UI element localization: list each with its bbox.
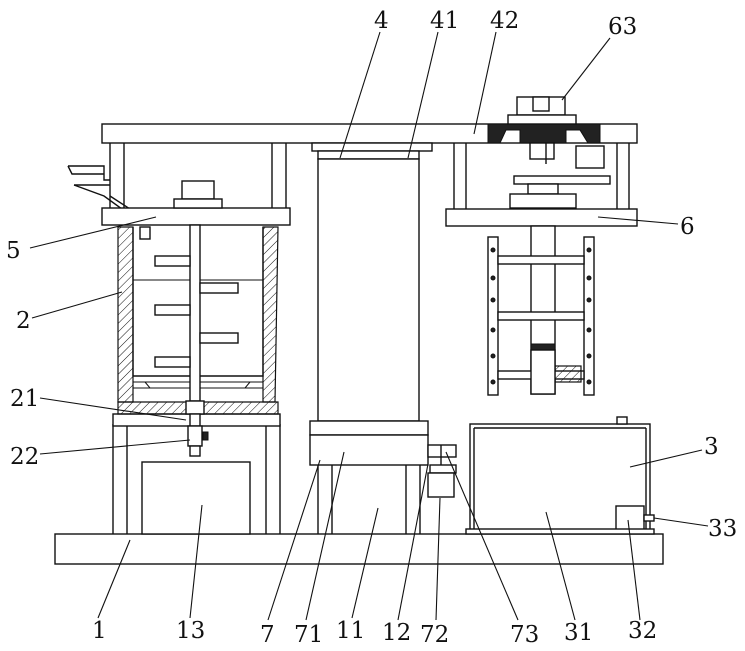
label-33: 33 [708, 516, 737, 542]
label-31: 31 [564, 620, 593, 646]
label-3: 3 [704, 434, 719, 460]
label-12: 12 [382, 620, 411, 646]
outlet-valve [186, 401, 208, 456]
label-73: 73 [510, 622, 539, 648]
label-13: 13 [176, 618, 205, 644]
label-22: 22 [10, 444, 39, 470]
grinding-rotor [488, 226, 594, 395]
drive-unit [428, 445, 456, 497]
central-column [310, 143, 432, 534]
label-63: 63 [608, 14, 637, 40]
label-32: 32 [628, 618, 657, 644]
label-5: 5 [6, 238, 21, 264]
label-6: 6 [680, 214, 695, 240]
base-plate [55, 534, 663, 564]
label-11: 11 [336, 618, 365, 644]
water-tank [466, 417, 654, 534]
label-1: 1 [92, 618, 107, 644]
label-2: 2 [16, 308, 31, 334]
label-7: 7 [260, 622, 275, 648]
belt-drive [510, 176, 610, 208]
collection-box [142, 462, 250, 534]
stirring-shaft [140, 225, 238, 401]
label-4: 4 [374, 8, 389, 34]
label-71: 71 [294, 622, 323, 648]
label-21: 21 [10, 386, 39, 412]
left-motor [182, 181, 214, 199]
label-72: 72 [420, 622, 449, 648]
label-42: 42 [490, 8, 519, 34]
left-plate [102, 208, 290, 225]
label-41: 41 [430, 8, 459, 34]
